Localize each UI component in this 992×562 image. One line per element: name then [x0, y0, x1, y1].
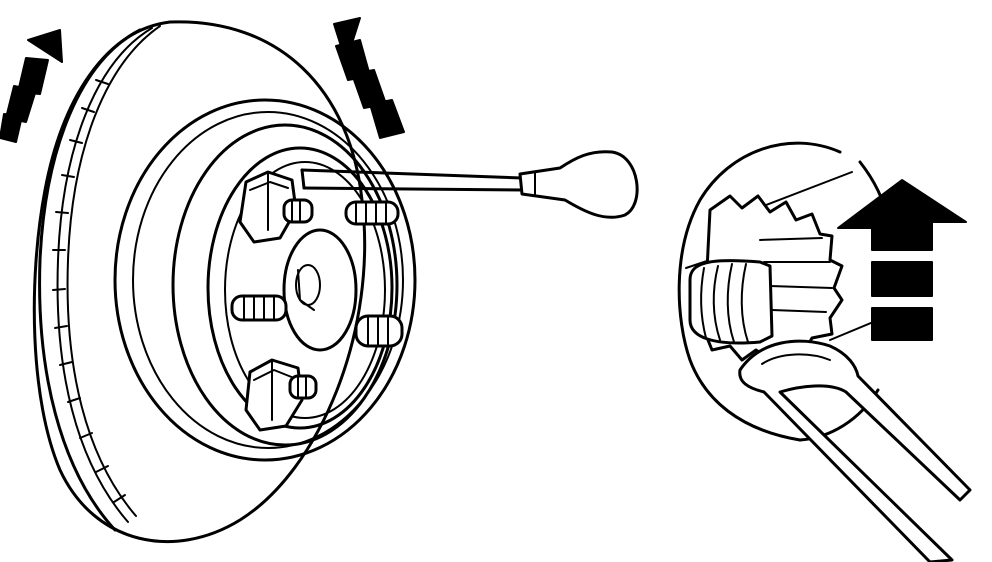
- wheel-stud-bottom: [288, 374, 318, 400]
- wheel-stud-right: [344, 200, 400, 226]
- brake-spoon-tool: [738, 339, 972, 562]
- rotation-arrow-right: [333, 17, 405, 139]
- wheel-stud-lower-right: [354, 314, 404, 348]
- adjuster-wheel: [688, 194, 844, 362]
- direction-arrow-up: [837, 179, 967, 341]
- rotation-arrow-left: [0, 29, 63, 143]
- rotor-vent-marks: [52, 79, 126, 503]
- brake-rotor: [32, 20, 417, 544]
- lug-nut-top: [238, 170, 298, 244]
- screwdriver: [300, 150, 639, 219]
- lug-nut-bottom: [244, 358, 304, 432]
- wheel-stud-left: [230, 294, 288, 322]
- wheel-hub: [171, 123, 399, 447]
- wheel-stud-top: [282, 198, 314, 224]
